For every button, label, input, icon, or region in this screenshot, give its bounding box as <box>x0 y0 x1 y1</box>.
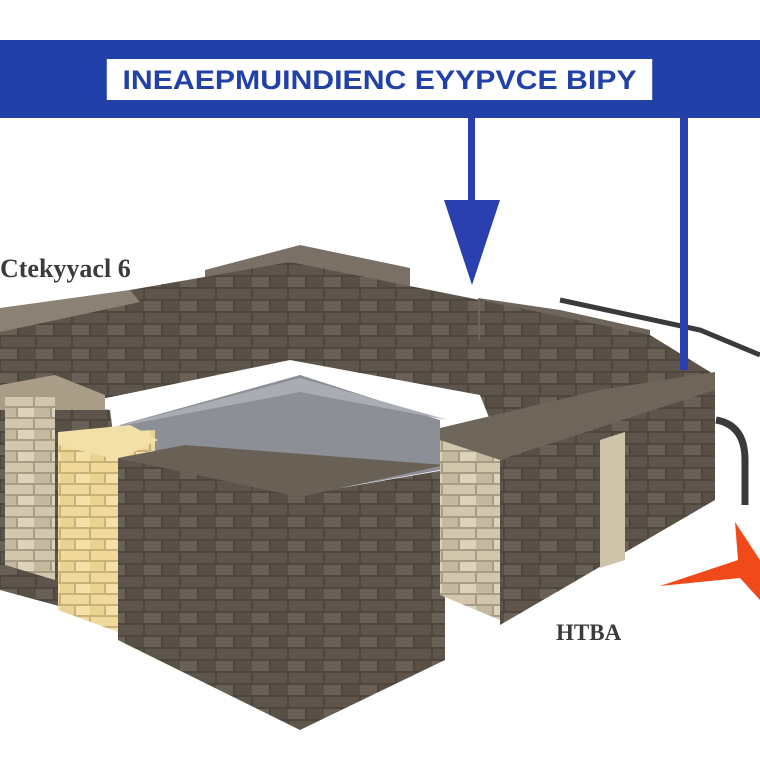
arrow-down-icon <box>444 118 500 285</box>
wall-light-column <box>440 440 500 620</box>
cable-right <box>715 416 749 505</box>
label-right: HTBA <box>556 620 622 645</box>
arrow-right-icon <box>660 522 760 600</box>
cable-top <box>559 297 760 358</box>
yellow-column <box>58 430 155 632</box>
wall-back-right <box>290 262 480 395</box>
diagram-title: INEAEPMUINDIENC EYYPVCE BIPY <box>107 58 653 100</box>
wall-front <box>118 458 300 730</box>
wall-back-left <box>0 262 290 420</box>
label-left: Ctekyyacl 6 <box>0 254 131 283</box>
blue-connector-line <box>680 118 688 370</box>
title-bar: INEAEPMUINDIENC EYYPVCE BIPY <box>0 40 760 118</box>
